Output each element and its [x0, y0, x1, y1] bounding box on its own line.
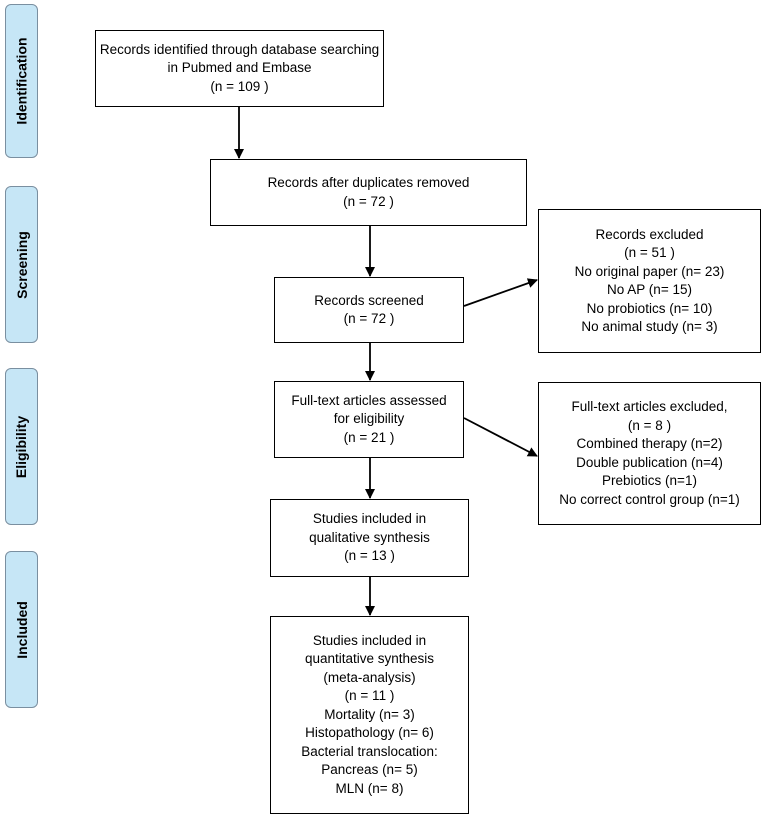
box-records-identified: Records identified through database sear… [95, 30, 384, 107]
box-text-line: (n = 13 ) [344, 548, 395, 564]
box-text-line: No original paper (n= 23) [574, 263, 725, 279]
box-text-line: Records identified through database sear… [99, 41, 380, 57]
box-text-line: Prebiotics (n=1) [602, 473, 697, 488]
box-text-line: Bacterial translocation: [301, 743, 438, 759]
box-text-line: (n = 72 ) [343, 193, 394, 209]
phase-included: Included [5, 551, 38, 708]
box-text-line: Studies included in [312, 511, 427, 527]
box-text-line: (n = 109 ) [210, 78, 269, 94]
box-text-line: No animal study (n= 3) [581, 319, 718, 334]
phase-identification: Identification [5, 4, 38, 158]
phase-screening: Screening [5, 186, 38, 343]
box-quantitative-synthesis: Studies included in quantitative synthes… [270, 616, 469, 814]
box-text-line: quantitative synthesis [304, 651, 435, 667]
box-text-line: (n = 11 ) [344, 688, 395, 704]
box-text-line: No AP (n= 15) [607, 282, 692, 297]
box-text-line: in Pubmed and Embase [167, 60, 312, 76]
box-text-line: Full-text articles excluded, [571, 399, 728, 414]
box-text-line: (meta-analysis) [323, 669, 416, 685]
arrow-fulltext-to-fulltext-excluded [463, 417, 538, 457]
box-after-duplicates: Records after duplicates removed (n = 72… [210, 159, 527, 226]
box-text-line: Studies included in [312, 632, 427, 648]
box-text-line: No probiotics (n= 10) [586, 300, 713, 316]
box-text-line: Double publication (n=4) [576, 454, 723, 470]
box-text-line: MLN (n= 8) [335, 780, 404, 796]
box-fulltext-assessed: Full-text articles assessed for eligibil… [274, 381, 464, 458]
box-text-line: Mortality (n= 3) [324, 706, 415, 722]
box-text-line: (n = 21 ) [343, 429, 395, 445]
box-text-line: Pancreas (n= 5) [321, 762, 418, 778]
box-text-line: Combined therapy (n=2) [576, 436, 723, 451]
box-text-line: Full-text articles assessed [291, 392, 447, 408]
box-text-line: No correct control group (n=1) [559, 491, 740, 507]
box-records-screened: Records screened (n = 72 ) [274, 277, 464, 343]
box-text-line: for eligibility [333, 411, 405, 427]
phase-eligibility: Eligibility [5, 368, 38, 525]
box-text-line: Records screened [314, 292, 424, 308]
box-text-line: Histopathology (n= 6) [305, 725, 434, 741]
box-fulltext-excluded: Full-text articles excluded, (n = 8 ) Co… [538, 382, 761, 525]
box-text-line: (n = 72 ) [343, 311, 395, 326]
box-qualitative-synthesis: Studies included in qualitative synthesi… [270, 499, 469, 577]
arrow-screened-to-excluded [463, 278, 538, 307]
box-text-line: qualitative synthesis [309, 529, 430, 545]
box-text-line: Records excluded [595, 226, 704, 242]
box-text-line: Records after duplicates removed [267, 175, 470, 190]
box-text-line: (n = 8 ) [627, 417, 672, 433]
box-text-line: (n = 51 ) [624, 245, 675, 260]
box-records-excluded: Records excluded (n = 51 ) No original p… [538, 209, 761, 353]
